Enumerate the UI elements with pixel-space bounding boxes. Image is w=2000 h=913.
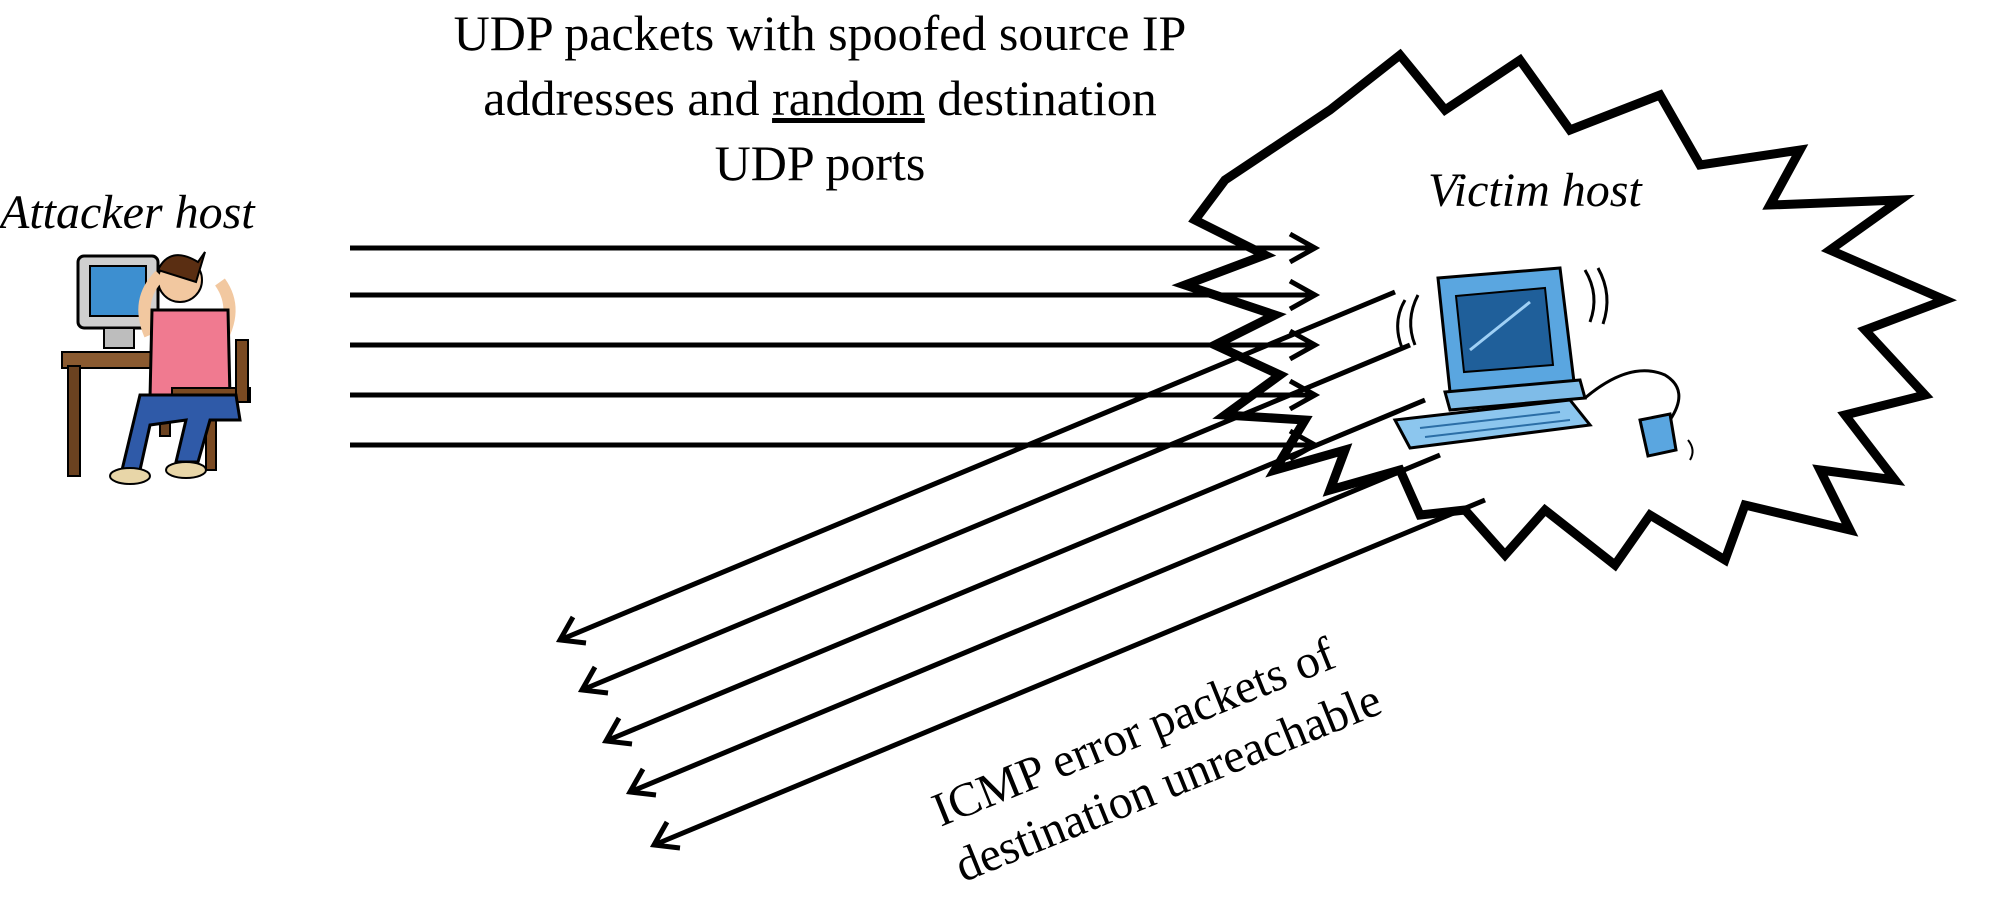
icmp-label: ICMP error packets of destination unreac… [925, 627, 1389, 892]
udp-arrowhead-1 [1288, 231, 1321, 265]
icmp-arrow-4 [629, 452, 1441, 795]
udp-arrowhead-4 [1288, 378, 1321, 412]
icmp-arrowhead-3 [601, 716, 633, 747]
udp-label-line-2-start: addresses and [483, 70, 772, 126]
person-at-computer-icon [61, 251, 251, 485]
udp-arrowhead-2 [1288, 278, 1321, 312]
icmp-arrow-3 [605, 397, 1426, 744]
icmp-arrowhead-2 [577, 665, 609, 696]
udp-label-line-3: UDP ports [715, 135, 926, 191]
udp-label-line-1: UDP packets with spoofed source IP [454, 5, 1187, 61]
udp-label-underlined-word: random [772, 70, 925, 126]
icmp-arrowhead-1 [555, 615, 587, 646]
udp-label-line-2-end: destination [925, 70, 1157, 126]
victim-host-label: Victim host [1428, 164, 1643, 217]
udp-arrows [350, 231, 1321, 462]
icmp-arrow-1 [559, 289, 1396, 643]
shaking-computer-icon [1392, 266, 1694, 461]
icmp-arrows [555, 289, 1486, 851]
udp-arrowhead-3 [1288, 328, 1321, 362]
icmp-arrow-5 [653, 497, 1486, 848]
icmp-arrowhead-4 [625, 767, 657, 798]
icmp-arrowhead-5 [649, 820, 681, 851]
attacker-host-label: Attacker host [0, 186, 256, 239]
icmp-arrow-2 [581, 342, 1411, 693]
udp-label-line-2: addresses and random destination [483, 70, 1156, 126]
